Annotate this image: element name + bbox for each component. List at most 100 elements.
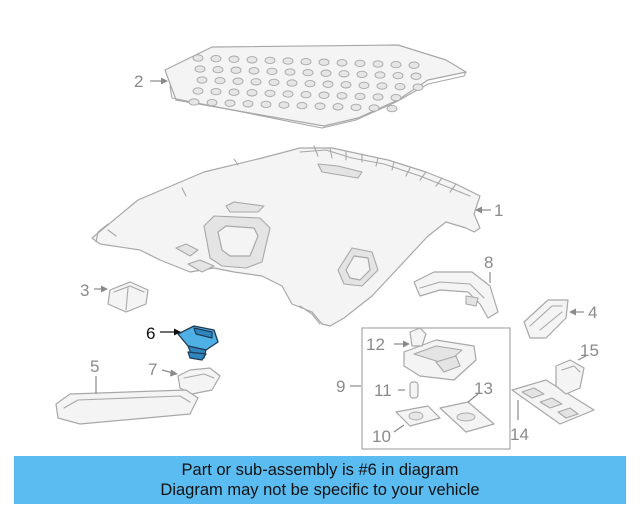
pad-hole <box>336 92 348 100</box>
pad-hole <box>372 93 384 101</box>
sun-visor-part[interactable] <box>55 389 199 425</box>
callout-7-label: 7 <box>148 360 157 379</box>
console-housing-part-12[interactable] <box>403 327 477 381</box>
pad-hole <box>320 69 332 77</box>
callout-5-label: 5 <box>90 357 99 376</box>
highlighted-part-6[interactable] <box>177 325 219 361</box>
callout-12-label: 12 <box>366 335 385 354</box>
pad-hole <box>214 76 226 85</box>
callout-14-label: 14 <box>510 425 529 444</box>
pad-hole <box>242 100 254 108</box>
pad-hole <box>246 56 258 64</box>
info-banner: Part or sub-assembly is #6 in diagram Di… <box>14 456 626 504</box>
pad-hole <box>300 90 312 99</box>
pad-hole <box>376 82 388 90</box>
parts-diagram: 2 1 3 8 4 <box>55 44 599 450</box>
callout-13-label: 13 <box>474 379 493 398</box>
callout-6-label: 6 <box>146 324 155 343</box>
lens-part-13[interactable] <box>439 401 495 433</box>
switch-part-15[interactable] <box>555 359 585 395</box>
callout-11-label: 11 <box>374 381 392 400</box>
callout-6-arrow <box>174 328 181 336</box>
pad-hole <box>410 72 422 80</box>
pad-hole <box>412 83 424 91</box>
console-assembly-box <box>361 327 511 450</box>
pad-hole <box>278 101 290 109</box>
pad-hole <box>282 90 294 98</box>
pad-hole <box>284 68 296 76</box>
pad-hole <box>336 59 348 67</box>
callout-13-leader <box>467 393 479 403</box>
pad-hole <box>212 65 224 74</box>
callout-10-label: 10 <box>372 427 391 446</box>
pad-hole <box>230 66 242 74</box>
pad-hole <box>210 87 222 96</box>
pad-hole <box>300 57 312 66</box>
pad-hole <box>260 100 272 109</box>
pad-hole <box>358 81 370 90</box>
callout-2-arrow <box>161 77 168 85</box>
pad-hole <box>408 61 420 69</box>
pad-hole <box>296 101 308 110</box>
pad-hole <box>250 78 262 86</box>
callout-3-arrow <box>101 285 108 293</box>
pad-hole <box>322 80 334 88</box>
pad-hole <box>392 71 404 80</box>
pad-hole <box>266 67 278 76</box>
pad-hole <box>374 71 386 79</box>
pad-hole <box>338 70 350 78</box>
pad-hole <box>210 54 222 63</box>
clip-part-3[interactable] <box>107 281 149 313</box>
pad-hole <box>224 99 236 107</box>
pad-hole <box>192 54 204 62</box>
pad-hole <box>356 70 368 79</box>
pad-hole <box>232 77 244 85</box>
pad-hole <box>246 89 258 97</box>
pad-hole <box>286 79 298 87</box>
pad-hole <box>264 56 276 65</box>
banner-line-2: Diagram may not be specific to your vehi… <box>160 481 480 499</box>
cover-part-7[interactable] <box>177 367 221 395</box>
pad-hole <box>318 91 330 99</box>
banner-line-1: Part or sub-assembly is #6 in diagram <box>181 461 459 479</box>
pad-hole <box>304 79 316 88</box>
callout-1-label: 1 <box>494 201 503 220</box>
pad-hole <box>386 104 398 113</box>
pad-hole <box>264 89 276 98</box>
pad-hole <box>394 82 406 91</box>
callout-9-label: 9 <box>336 377 345 396</box>
callout-4-arrow <box>569 308 576 316</box>
pad-hole <box>248 67 260 75</box>
pad-hole <box>390 93 402 102</box>
roof-pad-part[interactable] <box>164 44 467 129</box>
bracket-part-4[interactable] <box>523 299 569 339</box>
pad-hole <box>354 92 366 101</box>
lens-part-10[interactable] <box>395 405 441 427</box>
headliner-part[interactable] <box>91 145 481 327</box>
callout-8-label: 8 <box>484 253 493 272</box>
grab-handle-part[interactable] <box>413 271 499 319</box>
callout-4-label: 4 <box>588 303 597 322</box>
callout-1-arrow <box>475 206 482 214</box>
callout-10-leader <box>393 424 405 433</box>
pad-hole <box>332 103 344 111</box>
pad-hole <box>340 81 352 89</box>
pad-hole <box>228 55 240 63</box>
pad-hole <box>228 88 240 96</box>
callout-3-label: 3 <box>80 281 89 300</box>
pad-hole <box>350 103 362 112</box>
callout-12-arrow <box>403 340 410 348</box>
pad-hole <box>196 76 208 84</box>
pad-hole <box>372 60 384 68</box>
pad-hole <box>192 87 204 95</box>
pad-hole <box>206 98 218 107</box>
pad-hole <box>354 59 366 68</box>
bulb-part-11[interactable] <box>409 381 419 399</box>
switch-bezel-part-14[interactable] <box>511 379 595 425</box>
pad-hole <box>268 78 280 87</box>
pad-hole <box>390 60 402 69</box>
pad-hole <box>318 58 330 66</box>
pad-hole <box>282 57 294 65</box>
pad-hole <box>302 68 314 77</box>
callout-2-label: 2 <box>134 72 143 91</box>
